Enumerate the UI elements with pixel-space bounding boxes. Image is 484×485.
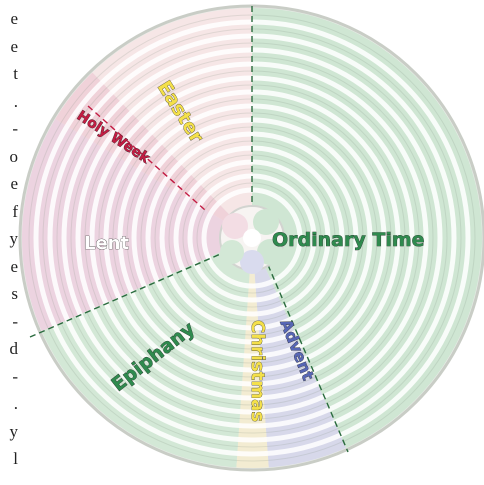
labyrinth-wall — [196, 182, 308, 294]
edge-text-fragment: l — [13, 449, 18, 468]
divider-epiphany — [29, 251, 226, 338]
labyrinth-wall — [56, 42, 448, 434]
labyrinth-wall — [168, 154, 336, 322]
edge-text-fragment: y — [9, 229, 19, 248]
edge-text-fragment: e — [10, 9, 18, 28]
edge-text-fragment: s — [11, 284, 18, 303]
edge-text-fragment: . — [13, 394, 18, 413]
edge-text-fragment: - — [12, 366, 18, 386]
labyrinth-wall — [126, 112, 378, 364]
label-lent: Lent — [84, 233, 129, 254]
edge-text-fragment: e — [10, 256, 18, 276]
divider-advent — [267, 264, 349, 453]
edge-text-fragment: e — [10, 174, 18, 193]
labyrinth-wall — [28, 14, 476, 462]
labyrinth-wall — [98, 84, 406, 392]
edge-text-fragment: d — [9, 339, 19, 358]
edge-text-fragment: - — [12, 119, 18, 138]
edge-text-fragment: o — [9, 146, 19, 166]
edge-text-fragment: y — [9, 421, 19, 441]
edge-text-fragment: f — [12, 201, 18, 221]
edge-text-fragment: . — [13, 91, 18, 111]
edge-text-fragment: e — [10, 36, 18, 56]
label-ordinary-time: Ordinary Time — [272, 229, 425, 251]
edge-text-fragment: t — [13, 64, 18, 83]
labyrinth-ring — [145, 131, 359, 345]
label-christmas: Christmas — [247, 320, 268, 422]
sector-dividers — [29, 6, 349, 453]
divider-holy-week — [87, 105, 206, 211]
labyrinth-ring — [75, 61, 429, 415]
edge-text-fragment: - — [12, 311, 18, 331]
center-rosette — [219, 205, 285, 274]
sector-easter — [92, 8, 252, 238]
